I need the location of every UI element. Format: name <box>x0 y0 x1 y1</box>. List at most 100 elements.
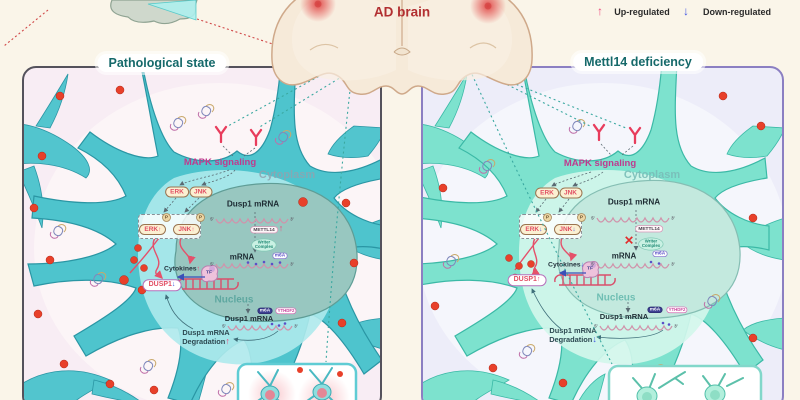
nuclear-dusp1-mrna-title: Dusp1 mRNA <box>607 197 661 207</box>
cytokines-arrow: ↓ <box>580 261 584 269</box>
phospho-badge-icon: P <box>576 212 586 222</box>
ythdf2-reader-pill: YTHDF2 <box>275 307 297 315</box>
cytoplasm-label: Cytoplasm <box>623 169 681 182</box>
inset-micrograph <box>607 364 763 400</box>
nucleus-label: Nucleus <box>596 292 636 304</box>
degradation-line2: Degradation <box>549 335 593 345</box>
dusp1-pill: DUSP1↑ <box>507 274 547 286</box>
ythdf2-reader-pill: YTHDF2 <box>666 306 688 314</box>
tf-label: TF <box>205 269 213 276</box>
degradation-label: Dusp1 mRNA Degradation↑ <box>182 329 230 347</box>
phospho-jnk-pill: JNK↓ <box>554 223 581 235</box>
legend-up-arrow-icon: ↑ <box>597 4 603 18</box>
inset-micrograph <box>236 362 358 400</box>
dusp1-pill: DUSP1↓ <box>142 279 182 291</box>
writer-complex-oval: Writer Complex <box>638 237 664 251</box>
phospho-erk: ERK↑ P <box>139 212 172 236</box>
cytokines-text: Cytokines <box>548 261 581 269</box>
degradation-arrow: ↑ <box>225 336 230 347</box>
phospho-badge-icon: P <box>543 212 553 222</box>
degradation-line1: Dusp1 mRNA <box>182 328 230 338</box>
phospho-erk-pill: ERK↑ <box>139 223 167 235</box>
erk-pill: ERK <box>535 187 559 199</box>
m6a-pill: m6A <box>272 252 288 260</box>
legend-up-label: Up-regulated <box>614 7 670 17</box>
m6a-dots <box>246 260 287 327</box>
three-prime-label: 3' <box>674 324 678 329</box>
cytokines-label: Cytokines↓ <box>548 261 584 268</box>
three-prime-label: 3' <box>671 262 675 267</box>
degradation-line1: Dusp1 mRNA <box>549 326 597 336</box>
nucleus-label: Nucleus <box>214 294 254 306</box>
phospho-kinases-box: ERK↑ P JNK↑ P <box>138 212 205 239</box>
cytoplasm-label: Cytoplasm <box>258 169 316 182</box>
m6a-pill: m6A <box>652 250 668 258</box>
m6a-tag: m6A <box>257 307 273 315</box>
deficiency-cell-art <box>423 68 782 400</box>
phospho-badge-icon: P <box>162 212 172 222</box>
ad-brain-label: AD brain <box>373 4 431 20</box>
dusp1-arrow: ↓ <box>171 281 176 289</box>
mettl14-arrow: ↑ <box>278 223 284 234</box>
jnk-arrow: ↓ <box>572 225 576 233</box>
writer-line1: Writer <box>644 239 658 244</box>
zoom-beam <box>147 0 197 21</box>
erk-pill: ERK <box>165 186 189 198</box>
erk-text: ERK <box>144 225 159 233</box>
degradation-label: Dusp1 mRNA Degradation↓ <box>549 327 597 345</box>
cytoplasmic-dusp1-mrna-title: Dusp1 mRNA <box>599 311 649 321</box>
three-prime-label: 3' <box>290 262 294 267</box>
phospho-jnk-pill: JNK↑ <box>173 223 200 235</box>
degradation-line2: Degradation <box>182 337 226 347</box>
dusp1-text: DUSP1 <box>513 276 537 284</box>
legend-down-label: Down-regulated <box>702 7 772 17</box>
phospho-jnk: JNK↓ P <box>554 212 586 236</box>
phospho-erk: ERK↓ P <box>520 212 553 236</box>
writer-complex-oval: Writer Complex <box>251 238 277 252</box>
dusp1-text: DUSP1 <box>148 281 172 289</box>
jnk-pill: JNK <box>188 186 213 198</box>
panel-pathological-state: MAPK signaling Cytoplasm ERK JNK ERK↑ P … <box>22 66 382 400</box>
amyloid-plaque-glow <box>300 0 336 22</box>
kinase-signal-squiggles <box>129 237 196 279</box>
five-prime-label: 5' <box>210 217 214 222</box>
three-prime-label: 3' <box>290 217 294 222</box>
mettl14-pill: METTL14 <box>635 225 663 233</box>
writer-line1: Writer <box>257 240 271 245</box>
panel-title-mettl14-deficiency: Mettl14 deficiency <box>573 53 703 71</box>
writer-line2: Complex <box>641 244 661 249</box>
erk-arrow: ↑ <box>158 225 162 233</box>
pathological-cell-art <box>24 68 380 400</box>
amyloid-plaque-glow <box>470 0 506 24</box>
three-prime-label: 3' <box>671 216 675 221</box>
jnk-text: JNK <box>559 225 573 233</box>
jnk-pill: JNK <box>558 187 583 199</box>
mrna-label: mRNA <box>611 251 637 261</box>
five-prime-label: 5' <box>210 262 214 267</box>
five-prime-label: 5' <box>591 216 595 221</box>
phospho-jnk: JNK↑ P <box>173 212 205 236</box>
writer-line2: Complex <box>254 245 274 250</box>
cytokines-arrow: ↑ <box>196 265 200 273</box>
cytokines-label: Cytokines↑ <box>164 265 200 272</box>
dusp1-arrow: ↑ <box>536 276 541 284</box>
erk-arrow: ↓ <box>539 225 543 233</box>
five-prime-label: 5' <box>222 324 226 329</box>
three-prime-label: 3' <box>294 324 298 329</box>
red-dashed-lines <box>3 9 313 58</box>
legend-down-arrow-icon: ↓ <box>683 4 689 18</box>
panel-mettl14-deficiency: MAPK signaling Cytoplasm ERK JNK ERK↓ P … <box>421 66 784 400</box>
flow-arrows <box>164 294 279 343</box>
blocked-x-icon: ✕ <box>623 233 635 248</box>
jnk-arrow: ↑ <box>191 225 195 233</box>
mrna-label: mRNA <box>229 252 255 262</box>
jnk-text: JNK <box>178 225 192 233</box>
erk-text: ERK <box>525 225 540 233</box>
nuclear-dusp1-mrna-title: Dusp1 mRNA <box>226 199 280 209</box>
phospho-erk-pill: ERK↓ <box>520 223 548 235</box>
five-prime-label: 5' <box>591 262 595 267</box>
m6a-dots <box>649 260 671 326</box>
dissection-blob <box>110 0 198 25</box>
mettl14-pill: METTL14 <box>250 226 278 234</box>
